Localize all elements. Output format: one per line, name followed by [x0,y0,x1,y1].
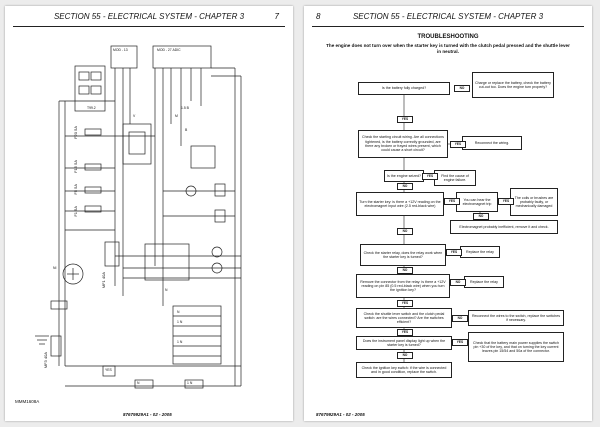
answer-tag: NO [397,228,413,235]
wire-label: 1 N [187,381,193,385]
step-charge-battery: Charge or replace the battery, check the… [472,72,554,98]
wire-label: N [137,381,140,385]
answer-tag: YES [446,249,462,256]
fuse-f1 [84,205,102,213]
step-check-starter-relay: Check the starter relay, does the relay … [360,244,446,266]
diagram-id: MMM1608A [15,399,40,404]
fuse-label-f5: F5 5A [73,184,78,195]
fuse-label-f20: F20 5A [73,126,78,139]
right-page: 8 SECTION 55 - ELECTRICAL SYSTEM - CHAPT… [304,6,592,421]
wiring-diagram [35,45,242,389]
step-reconnect-switch-wires: Reconnect the wires to the switch, repla… [468,310,564,326]
wire-label: T99.2 [87,106,96,110]
mf1-label: MF1 40A [101,272,106,289]
mod27-block [152,45,212,69]
step-coils-faulty: The coils or brushes are probably faulty… [510,188,558,216]
answer-tag: NO [450,279,466,286]
right-page-header: 8 SECTION 55 - ELECTRICAL SYSTEM - CHAPT… [304,12,592,24]
relay-block-top [74,65,106,112]
fuse-label-f15: F15 5A [73,160,78,173]
answer-tag: NO [397,267,413,274]
right-page-number: 8 [316,12,321,21]
wire-label: M [175,114,178,118]
fuse-f15 [84,163,102,171]
wire-label: V [133,114,136,118]
alternator-symbol [62,263,84,285]
left-header-rule [13,26,285,27]
troubleshooting-title: TROUBLESHOOTING [417,34,479,40]
left-footer: 87679929A1 - 02 - 2005 [123,412,172,417]
mod13-block [110,45,138,69]
step-instrument-panel: Does the instrument panel display light … [356,336,452,350]
answer-tag: YES [397,329,413,336]
mf3-label: MF3 40A [43,352,48,369]
left-page-number: 7 [274,12,279,21]
step-remove-connector: Remove the connector from the relay: is … [356,274,450,298]
mod27-label: MOD - 27 ADIC [157,48,181,52]
answer-tag: YES [452,339,468,346]
step-check-wiring: Check the starting circuit wiring. Are a… [358,130,448,158]
wire-label: B [185,128,188,132]
step-replace-relay-1: Replace the relay [460,246,500,258]
step-hear-electromagnet: You can hear the electromagnet trip [456,192,498,212]
answer-tag: YES [450,141,466,148]
mod13-label: MOD - 13 [113,48,128,52]
step-find-cause: Find the cause of engine failure. [434,170,476,186]
step-engine-seized: Is the engine seized? [384,170,424,182]
relay-center [122,123,152,165]
step-check-ignition-key: Check the ignition key switch: if the wi… [356,362,452,378]
step-reconnect-wiring: Reconnect the wiring. [462,136,522,150]
answer-tag: YES [444,198,460,205]
answer-tag: NO [397,352,413,359]
left-page-header: SECTION 55 - ELECTRICAL SYSTEM - CHAPTER… [5,12,293,24]
answer-tag: NO [397,183,413,190]
step-check-shuttle-switch: Check the shuttle lever switch and the c… [356,308,452,328]
wire-label: NI [53,266,57,270]
troubleshooting-subtitle: The engine does not turn over when the s… [326,43,570,54]
left-page: SECTION 55 - ELECTRICAL SYSTEM - CHAPTER… [5,6,293,421]
left-header-title: SECTION 55 - ELECTRICAL SYSTEM - CHAPTER… [53,12,245,21]
answer-tag: NO [452,315,468,322]
step-check-battery-power: Check that the battery main power suppli… [468,332,564,362]
answer-tag: YES [397,116,413,123]
answer-tag: YES [422,173,438,180]
wire-label: N [177,310,180,314]
wire-label: N [165,288,168,292]
step-electromagnet-inefficient: Electromagnet probably inefficient, remo… [450,220,558,234]
step-replace-relay-2: Replace the relay [464,276,504,288]
right-header-title: SECTION 55 - ELECTRICAL SYSTEM - CHAPTER… [352,12,544,21]
gauge-symbol [185,185,197,197]
answer-tag: NO [473,213,489,220]
fuse-f20 [84,128,102,136]
answer-tag: YES [498,198,514,205]
step-battery-charged: Is the battery fully charged? [358,82,450,95]
starter-relay [144,243,190,281]
wire-label: 1 N [177,320,183,324]
fuse-f5 [84,186,102,194]
wire-label: 1 N [177,340,183,344]
connector-block [172,305,222,365]
fuse-label-f1: F1 5A [73,206,78,217]
component-right-upper [190,145,216,169]
answer-tag: YES [397,300,413,307]
step-turn-starter-key: Turn the starter key: is there a +12V re… [356,192,444,216]
wire-label: 1.5 B [181,106,189,110]
right-header-rule [312,26,584,27]
wire-label: YES [105,368,112,372]
answer-tag: NO [454,85,470,92]
right-footer: 87679929A1 - 02 - 2005 [316,412,365,417]
